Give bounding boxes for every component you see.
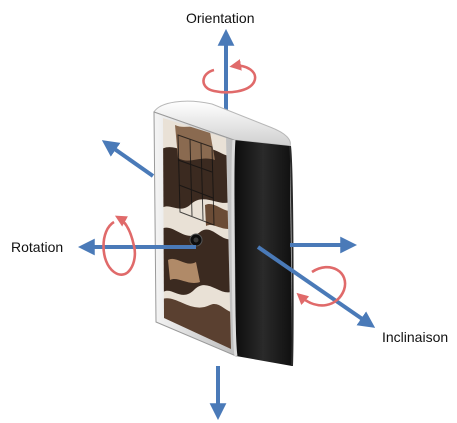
axis-arrow-icon <box>101 140 155 178</box>
rotation-label: Rotation <box>11 239 64 255</box>
curved-rotation-arrow-icon <box>102 215 137 276</box>
orientation-label: Orientation <box>186 10 255 26</box>
axis-arrow-icon <box>256 245 376 328</box>
rotation-arrows <box>102 59 347 307</box>
camera-trap-icon <box>153 100 294 367</box>
curved-rotation-arrow-icon <box>296 265 347 307</box>
inclinaison-label: Inclinaison <box>382 329 449 345</box>
curved-rotation-arrow-icon <box>202 59 257 94</box>
axis-arrows-front <box>77 236 376 421</box>
